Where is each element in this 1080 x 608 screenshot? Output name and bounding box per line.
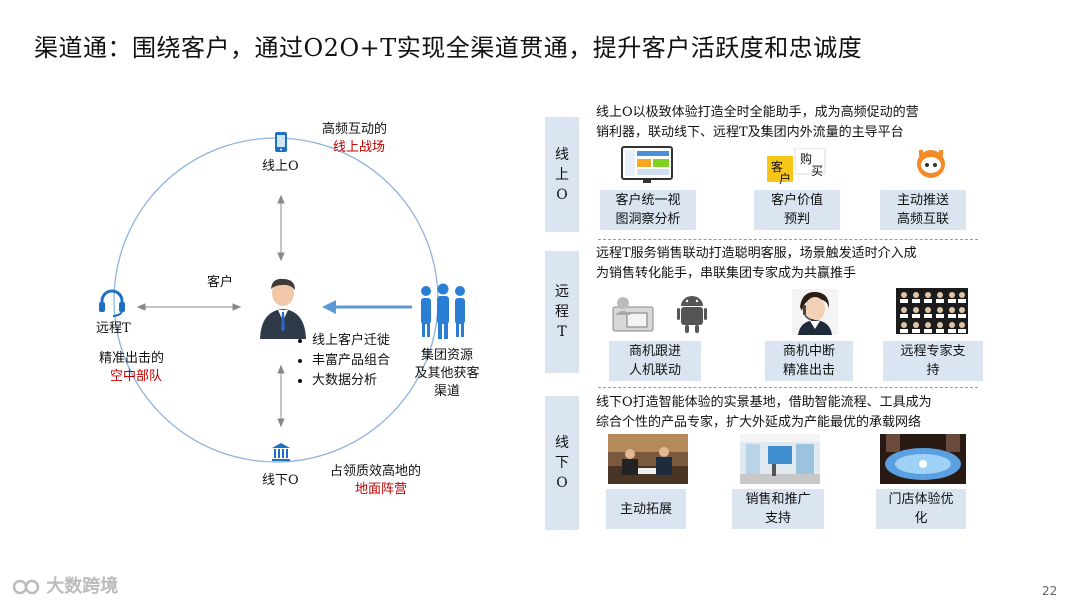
robot-assistant-icon	[914, 147, 948, 181]
box-customer-view: 客户统一视图洞察分析	[600, 190, 696, 230]
section-online-label: 线 上 O	[545, 117, 579, 232]
top-node-label: 线上O	[262, 159, 299, 174]
left-node-caption: 精准出击的	[99, 351, 165, 366]
logo-text: 大数跨境	[46, 576, 119, 597]
left-arrow	[136, 303, 242, 311]
section-offline-label: 线 下 O	[545, 396, 579, 530]
customer-purchase-icon: 客 户 购 买	[767, 148, 827, 186]
box-lead-interrupt: 商机中断精准出击	[765, 341, 853, 381]
bottom-node-caption: 占领质效高地的	[330, 464, 422, 479]
top-arrow	[277, 194, 285, 262]
meeting-photo-icon	[608, 434, 688, 484]
box-customer-value: 客户价值预判	[754, 190, 840, 230]
dashboard-screen-icon	[621, 146, 673, 184]
section-divider	[598, 239, 978, 240]
section-remote-description: 远程T服务销售联动打造聪明客服，场景触发适时介入成 为销售转化能手，串联集团专家…	[596, 246, 917, 281]
expert-grid-icon	[896, 288, 968, 334]
page-number: 22	[1042, 584, 1058, 598]
showroom-photo-icon	[740, 434, 820, 484]
left-node-caption-highlight: 空中部队	[110, 369, 163, 384]
human-machine-icon	[611, 293, 711, 337]
businessman-icon	[256, 275, 310, 343]
box-active-push: 主动推送高频互联	[880, 190, 966, 230]
box-active-expansion: 主动拓展	[606, 489, 686, 529]
bullet-item: 丰富产品组合	[312, 351, 390, 371]
bottom-node-label: 线下O	[262, 473, 299, 488]
box-lead-followup: 商机跟进人机联动	[609, 341, 701, 381]
bullet-item: 大数据分析	[312, 371, 390, 391]
footer-logo: 大数跨境	[12, 572, 118, 598]
bank-building-icon	[271, 442, 291, 466]
section-remote-label: 远 程 T	[545, 251, 579, 373]
page-title: 渠道通：围绕客户，通过O2O+T实现全渠道贯通，提升客户活跃度和忠诚度	[34, 34, 863, 62]
bottom-node-caption-highlight: 地面阵营	[355, 482, 408, 497]
people-group-icon	[416, 283, 470, 345]
box-sales-promotion: 销售和推广支持	[732, 489, 824, 529]
smartphone-icon	[274, 131, 288, 157]
box-store-experience: 门店体验优化	[876, 489, 966, 529]
bullet-item: 线上客户迁徙	[312, 331, 390, 351]
top-node-caption-highlight: 线上战场	[333, 140, 386, 155]
group-arrow	[322, 300, 412, 314]
section-divider	[598, 387, 978, 388]
call-agent-photo-icon	[792, 289, 838, 335]
box-remote-expert: 远程专家支持	[883, 341, 983, 381]
headset-icon	[97, 287, 127, 321]
logo-mark-icon	[12, 577, 40, 597]
touch-table-photo-icon	[880, 434, 966, 484]
section-offline-description: 线下O打造智能体验的实景基地，借助智能流程、工具成为 综合个性的产品专家，扩大外…	[596, 395, 932, 430]
center-label: 客户	[207, 275, 234, 290]
top-node-caption: 高频互动的	[322, 122, 388, 137]
left-node-label: 远程T	[96, 321, 131, 336]
center-bullet-list: 线上客户迁徙 丰富产品组合 大数据分析	[298, 331, 390, 391]
section-online-description: 线上O以极致体验打造全时全能助手，成为高频促动的营 销利器，联动线下、远程T及集…	[596, 105, 919, 140]
bottom-arrow	[277, 364, 285, 428]
group-label: 集团资源 及其他获客 渠道	[414, 348, 480, 399]
